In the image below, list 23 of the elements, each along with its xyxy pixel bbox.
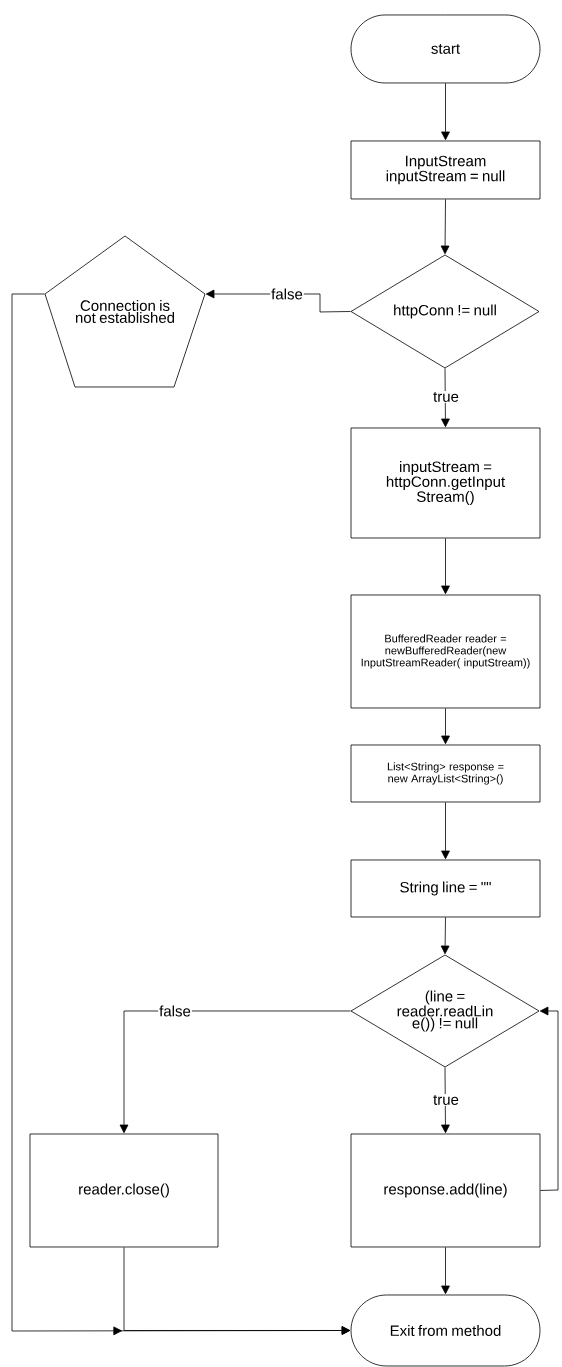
arrow bbox=[441, 1247, 450, 1295]
process-box: reader.close() bbox=[29, 1133, 219, 1248]
arrow bbox=[440, 199, 450, 255]
arrow bbox=[441, 708, 450, 745]
arrow bbox=[539, 1006, 559, 1191]
arrow bbox=[441, 368, 450, 428]
process-box: inputStream = httpConn.getInput Stream() bbox=[350, 427, 541, 539]
process-box: BufferedReader reader = newBufferedReader(new InputStreamReader( inputStream)) bbox=[350, 594, 541, 709]
edge-label: false bbox=[270, 287, 304, 301]
arrow bbox=[11, 293, 351, 1336]
arrow bbox=[441, 802, 450, 860]
process-box: String line = "" bbox=[350, 859, 541, 918]
edge-label: true bbox=[432, 1094, 460, 1106]
process-box: response.add(line) bbox=[350, 1133, 541, 1248]
edge-label: false bbox=[158, 1004, 192, 1018]
process-box: List<String> response = new ArrayList<String>() bbox=[350, 744, 541, 803]
edge-label: true bbox=[432, 391, 460, 403]
arrow bbox=[441, 538, 450, 595]
arrow bbox=[119, 1010, 351, 1134]
arrow bbox=[441, 1067, 450, 1134]
arrow bbox=[441, 82, 450, 141]
process-box: InputStream inputStream = null bbox=[350, 140, 541, 200]
arrow bbox=[440, 917, 450, 955]
